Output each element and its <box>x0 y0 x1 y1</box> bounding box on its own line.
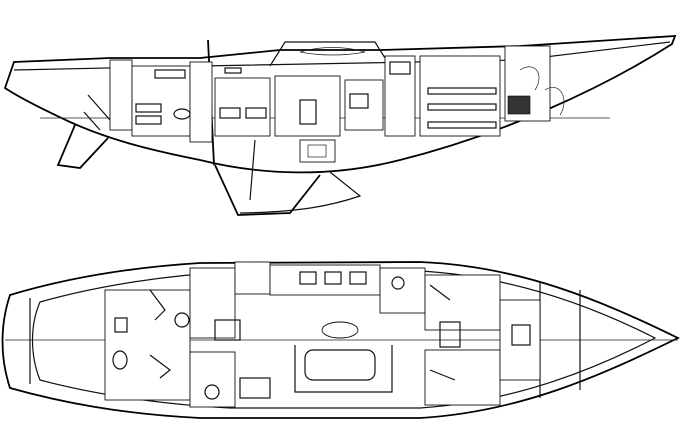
profile-berths-and-cabinets <box>135 61 565 129</box>
saloon-table <box>294 321 393 393</box>
keel-bulb <box>239 171 362 214</box>
cabin-window <box>299 47 366 56</box>
profile-view <box>3 35 677 216</box>
cabin-top <box>269 41 386 67</box>
rudder <box>56 124 109 169</box>
sheer-line <box>13 41 671 71</box>
propeller-shaft <box>83 94 111 131</box>
plan-fixtures <box>112 271 531 400</box>
bow-mast-step <box>249 139 256 201</box>
plan-view <box>1 261 681 419</box>
engine <box>299 139 336 163</box>
keel <box>214 164 321 216</box>
hull-plan-outline <box>1 261 681 419</box>
hull-profile-outline <box>3 35 677 174</box>
plan-cabins <box>104 261 541 408</box>
